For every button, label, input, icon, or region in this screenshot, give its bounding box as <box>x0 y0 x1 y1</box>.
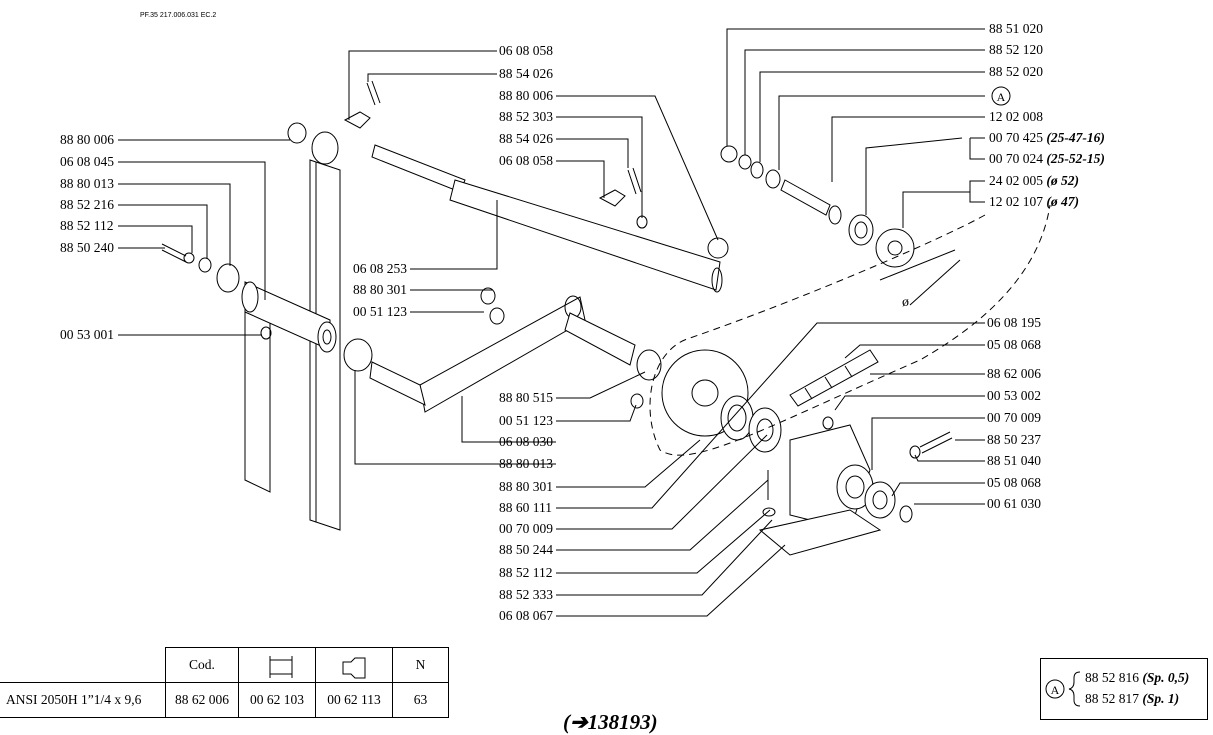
callout-a-circle <box>991 86 1011 106</box>
ref-right-15: 88 51 040 <box>987 453 1041 468</box>
legend-a-circle <box>1045 679 1065 699</box>
diameter-marker <box>879 249 961 306</box>
ref-right-13: 00 70 009 <box>987 410 1041 425</box>
legend-line-2-note: (Sp. 1) <box>1142 691 1180 706</box>
shim-legend <box>1040 658 1208 720</box>
ref-mid-top-5: 88 54 026 <box>499 131 553 146</box>
page-ref-open: ( <box>563 710 570 734</box>
header-cod: Cod. <box>165 647 239 683</box>
idler-group <box>720 145 915 268</box>
table-corner <box>0 648 166 683</box>
page-ref-number: 138193 <box>587 710 651 734</box>
ref-right-17: 00 61 030 <box>987 496 1041 511</box>
callout-a-label: A <box>997 90 1006 104</box>
legend-line-1-code: 88 52 816 <box>1085 670 1139 685</box>
cell-chain-link: 00 62 103 <box>238 682 316 718</box>
leader-lines-left <box>118 139 290 336</box>
ref-mid-top-1: 06 08 058 <box>499 43 553 58</box>
ref-right-14: 88 50 237 <box>987 432 1041 447</box>
legend-line-2: 88 52 817 (Sp. 1) <box>1085 691 1179 707</box>
leader-lines-right <box>726 28 985 505</box>
ref-right-5-note: (25-47-16) <box>1046 130 1105 145</box>
header-n: N <box>392 647 449 683</box>
arrow-icon: ➔ <box>570 710 588 734</box>
pivot-shaft <box>241 281 337 353</box>
cell-n: 63 <box>392 682 449 718</box>
lower-arm <box>343 295 662 413</box>
header-chain-link <box>238 647 316 683</box>
ref-left-1: 88 80 006 <box>60 132 114 147</box>
ref-right-16: 05 08 068 <box>987 475 1041 490</box>
ref-mid-6: 06 08 030 <box>499 434 553 449</box>
ref-right-8-code: 12 02 107 <box>989 194 1043 209</box>
ref-mid-13: 88 52 333 <box>499 587 553 602</box>
ref-right-1: 88 51 020 <box>989 21 1043 36</box>
ref-right-7: 24 02 005 (ø 52) <box>989 173 1079 189</box>
ref-mid-2: 88 80 301 <box>353 282 407 297</box>
ref-mid-8: 88 80 301 <box>499 479 553 494</box>
sprocket-large <box>661 349 754 441</box>
ref-right-10: 05 08 068 <box>987 337 1041 352</box>
ref-mid-3: 00 51 123 <box>353 304 407 319</box>
ref-right-11: 88 62 006 <box>987 366 1041 381</box>
row-label: ANSI 2050H 1”1/4 x 9,6 <box>0 682 166 718</box>
ref-right-3: 88 52 020 <box>989 64 1043 79</box>
ref-mid-4: 88 80 515 <box>499 390 553 405</box>
chain-table: Cod. N ANSI 2050H 1”1/4 x 9,6 88 62 006 … <box>0 647 449 718</box>
ref-mid-top-4: 88 52 303 <box>499 109 553 124</box>
upper-tension-arm <box>343 80 729 325</box>
legend-line-2-code: 88 52 817 <box>1085 691 1139 706</box>
ref-mid-1: 06 08 253 <box>353 261 407 276</box>
ref-right-6: 00 70 024 (25-52-15) <box>989 151 1105 167</box>
chain-path-dashed <box>649 204 1051 456</box>
page-ref-close: ) <box>650 710 658 734</box>
cell-offset-link: 00 62 113 <box>315 682 393 718</box>
cell-cod: 88 62 006 <box>165 682 239 718</box>
page-reference: (➔138193) <box>563 710 658 735</box>
ref-mid-7: 88 80 013 <box>499 456 553 471</box>
ref-mid-9: 88 60 111 <box>499 500 552 515</box>
ref-right-2: 88 52 120 <box>989 42 1043 57</box>
ref-left-3: 88 80 013 <box>60 176 114 191</box>
ref-right-5-code: 00 70 425 <box>989 130 1043 145</box>
ref-right-12: 00 53 002 <box>987 388 1041 403</box>
ref-left-6: 88 50 240 <box>60 240 114 255</box>
ref-mid-top-3: 88 80 006 <box>499 88 553 103</box>
ref-right-8: 12 02 107 (ø 47) <box>989 194 1079 210</box>
header-offset-link <box>315 647 393 683</box>
legend-brace <box>1068 671 1081 707</box>
ref-right-6-note: (25-52-15) <box>1046 151 1105 166</box>
ref-right-8-note: (ø 47) <box>1046 194 1079 209</box>
ref-mid-14: 06 08 067 <box>499 608 553 623</box>
ref-left-7: 00 53 001 <box>60 327 114 342</box>
ref-right-6-code: 00 70 024 <box>989 151 1043 166</box>
ref-mid-11: 88 50 244 <box>499 542 553 557</box>
legend-line-1-note: (Sp. 0,5) <box>1142 670 1190 685</box>
legend-a-label: A <box>1051 683 1060 697</box>
diameter-symbol: ø <box>902 295 909 310</box>
ref-right-9: 06 08 195 <box>987 315 1041 330</box>
ref-mid-5: 00 51 123 <box>499 413 553 428</box>
ref-left-4: 88 52 216 <box>60 197 114 212</box>
ref-left-5: 88 52 112 <box>60 218 114 233</box>
ref-mid-12: 88 52 112 <box>499 565 553 580</box>
ref-right-5: 00 70 425 (25-47-16) <box>989 130 1105 146</box>
ref-right-7-note: (ø 52) <box>1046 173 1079 188</box>
ref-mid-top-6: 06 08 058 <box>499 153 553 168</box>
left-bushings <box>161 122 339 340</box>
ref-mid-10: 00 70 009 <box>499 521 553 536</box>
bearing-housing <box>748 407 953 556</box>
legend-line-1: 88 52 816 (Sp. 0,5) <box>1085 670 1189 686</box>
header-code: PF.35 217.006.031 EC.2 <box>140 12 217 19</box>
frame-plates <box>244 159 341 531</box>
ref-left-2: 06 08 045 <box>60 154 114 169</box>
ref-right-4: 12 02 008 <box>989 109 1043 124</box>
chain-fragment <box>789 349 879 407</box>
ref-mid-top-2: 88 54 026 <box>499 66 553 81</box>
ref-right-7-code: 24 02 005 <box>989 173 1043 188</box>
leader-lines-mid <box>348 50 985 617</box>
